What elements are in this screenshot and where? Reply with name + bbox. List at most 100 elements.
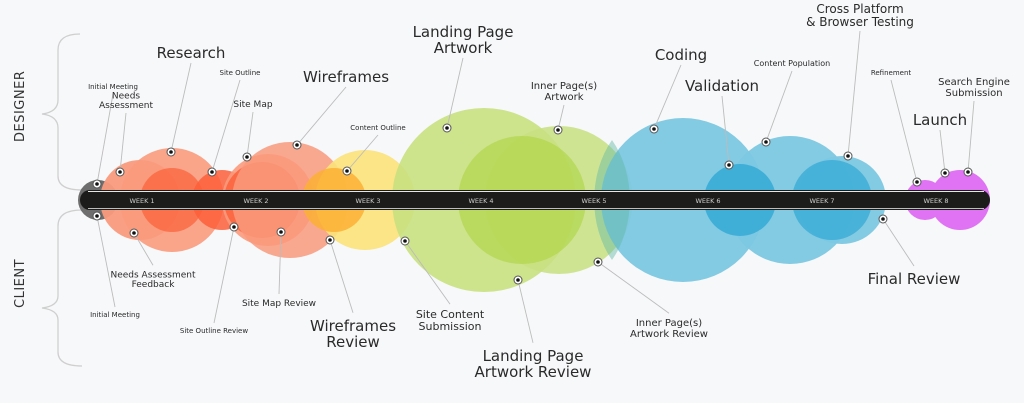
designer-label-line: Refinement	[871, 69, 912, 77]
week-label-5: WEEK 5	[581, 197, 606, 205]
client-marker-dot-1	[132, 231, 136, 235]
client-label-line: Wireframes	[310, 317, 396, 335]
designer-leader-9	[653, 64, 682, 130]
client-label-line: Site Map Review	[242, 299, 316, 309]
designer-label-line: Artwork	[434, 39, 493, 57]
milestone-leaders	[92, 30, 975, 343]
client-leader-4	[329, 239, 354, 313]
client-label: CLIENT	[13, 259, 28, 308]
client-label-line: Needs Assessment	[110, 270, 196, 280]
client-leader-7	[597, 261, 670, 314]
client-marker-dot-3	[279, 230, 283, 234]
designer-marker-dot-14	[943, 171, 947, 175]
designer-milestone-label-4: Site Map	[233, 100, 272, 110]
designer-label-line: Coding	[655, 46, 707, 64]
client-label-line: Site Content	[416, 308, 485, 321]
designer-leader-4	[246, 111, 254, 158]
designer-label-line: Wireframes	[303, 68, 389, 86]
client-label-line: Submission	[419, 320, 482, 333]
designer-milestone-label-0: Initial Meeting	[88, 83, 138, 91]
designer-label-line: Assessment	[99, 101, 153, 111]
designer-marker-dot-7	[445, 126, 449, 130]
designer-milestone-label-11: Content Population	[754, 59, 830, 68]
designer-milestone-label-2: Research	[157, 44, 226, 62]
designer-milestone-label-14: Launch	[913, 111, 967, 129]
client-label-line: Landing Page	[483, 347, 584, 365]
designer-marker-dot-4	[245, 155, 249, 159]
week-label-6: WEEK 6	[695, 197, 720, 205]
designer-leader-13	[890, 79, 918, 183]
designer-label-line: Content Outline	[350, 124, 405, 132]
designer-marker-dot-15	[966, 170, 970, 174]
designer-marker-dot-10	[727, 163, 731, 167]
designer-label-line: Site Map	[233, 100, 272, 110]
client-marker-dot-6	[516, 278, 520, 282]
designer-label-line: Submission	[945, 88, 1002, 99]
designer-leader-1	[119, 112, 127, 173]
designer-milestone-label-5: Wireframes	[303, 68, 389, 86]
designer-leader-7	[446, 57, 464, 129]
client-label-line: Feedback	[132, 280, 176, 290]
designer-marker-dot-12	[846, 154, 850, 158]
designer-leader-11	[765, 70, 793, 143]
designer-milestone-label-13: Refinement	[871, 69, 912, 77]
designer-leader-6	[346, 134, 379, 172]
week-label-1: WEEK 1	[129, 197, 154, 205]
designer-marker-dot-6	[345, 169, 349, 173]
client-label-line: Inner Page(s)	[636, 318, 702, 329]
client-leader-2	[213, 226, 235, 324]
designer-marker-dot-3	[210, 170, 214, 174]
designer-milestone-label-6: Content Outline	[350, 124, 405, 132]
client-label-line: Final Review	[868, 270, 961, 288]
client-label-line: Artwork Review	[630, 329, 708, 340]
designer-marker-dot-9	[652, 127, 656, 131]
designer-marker-dot-2	[169, 150, 173, 154]
client-leader-0	[96, 215, 116, 308]
designer-label-line: Launch	[913, 111, 967, 129]
client-leader-5	[404, 240, 451, 305]
client-label-line: Review	[326, 333, 380, 351]
designer-leader-2	[170, 62, 192, 153]
designer-leader-12	[847, 30, 861, 157]
designer-marker-dot-0	[95, 182, 99, 186]
designer-leader-15	[967, 100, 975, 173]
designer-marker-dot-13	[915, 180, 919, 184]
week-label-2: WEEK 2	[243, 197, 268, 205]
client-label-line: Initial Meeting	[90, 311, 140, 319]
client-marker-dot-5	[403, 239, 407, 243]
client-marker-dot-0	[95, 214, 99, 218]
client-marker-dot-2	[232, 225, 236, 229]
designer-leader-0	[96, 93, 114, 185]
client-label-line: Site Outline Review	[180, 327, 248, 335]
designer-label-line: Content Population	[754, 59, 830, 68]
timeline-bar-track	[80, 190, 990, 210]
designer-milestone-label-3: Site Outline	[220, 69, 261, 77]
client-leader-3	[278, 231, 282, 295]
client-brace	[41, 209, 83, 367]
client-milestone-label-8: Final Review	[868, 270, 961, 288]
designer-marker-dot-1	[118, 170, 122, 174]
designer-label-line: Search Engine	[938, 77, 1010, 88]
designer-label-line: Artwork	[544, 92, 583, 103]
designer-milestone-label-12: Cross Platform& Browser Testing	[806, 2, 914, 29]
designer-label-line: Needs	[112, 91, 141, 101]
client-milestone-label-0: Initial Meeting	[90, 311, 140, 319]
designer-label-line: Cross Platform	[816, 2, 903, 16]
designer-milestone-label-8: Inner Page(s)Artwork	[531, 81, 597, 103]
week-label-8: WEEK 8	[923, 197, 948, 205]
designer-brace	[41, 33, 83, 191]
designer-label-line: & Browser Testing	[806, 15, 914, 29]
week-label-7: WEEK 7	[809, 197, 834, 205]
designer-marker-dot-8	[556, 128, 560, 132]
designer-label: DESIGNER	[13, 71, 28, 142]
